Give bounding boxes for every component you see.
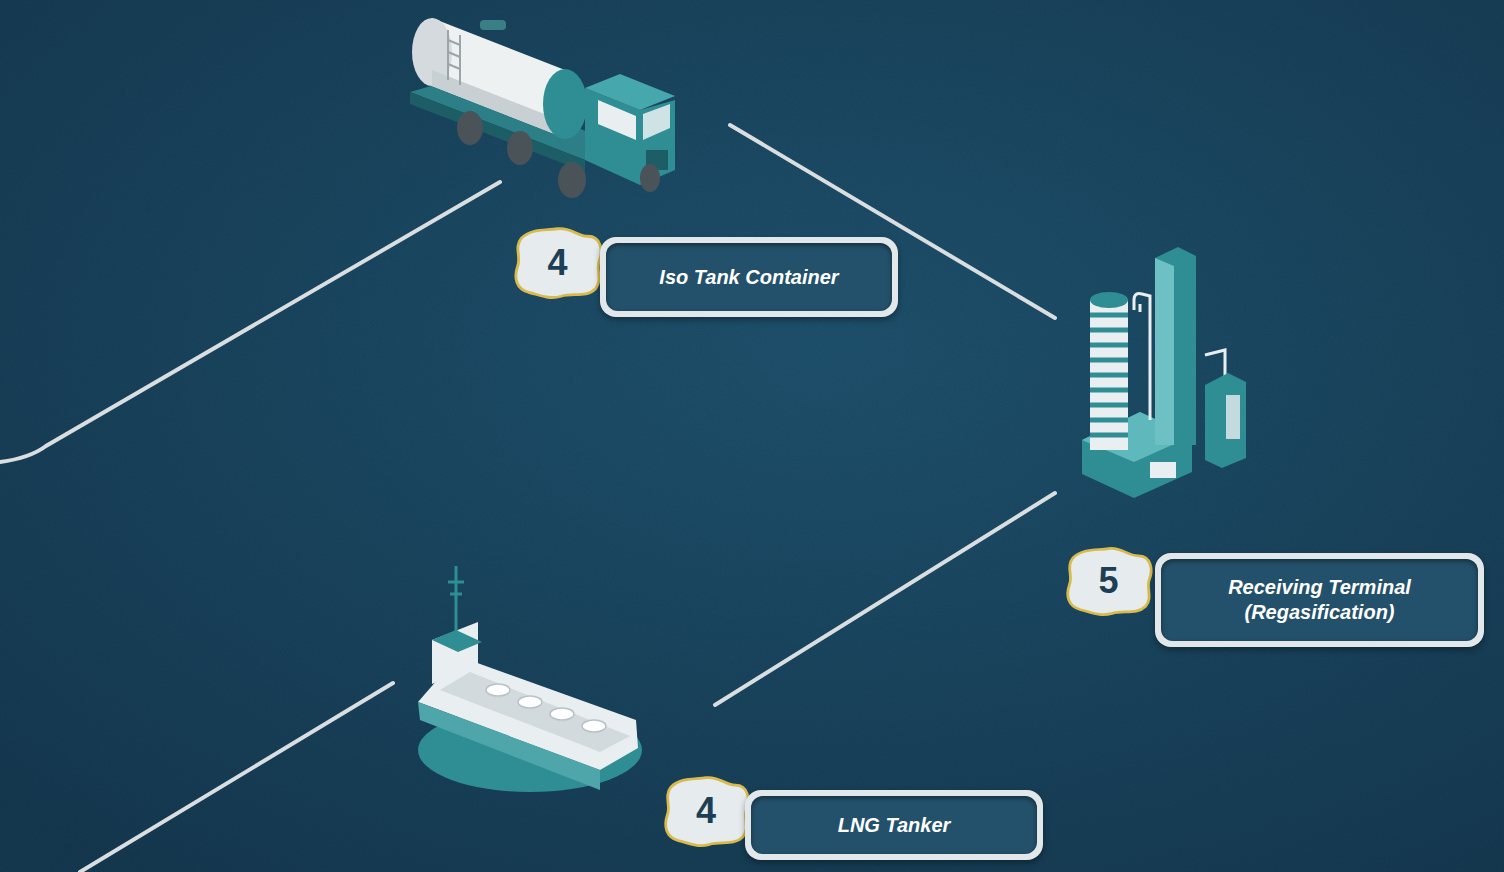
truck-window (598, 100, 636, 140)
terminal-door (1150, 462, 1176, 478)
label-pill-inner: Receiving Terminal (Regasification) (1161, 559, 1478, 641)
ship-tank-dome (486, 684, 510, 696)
annex-windows (1226, 395, 1240, 439)
badge-outline (666, 777, 748, 845)
label-pill: Iso Tank Container (600, 237, 898, 317)
iso-tank-truck (410, 18, 675, 198)
callout-group: 4LNG Tanker (415, 560, 715, 872)
leader-line (80, 683, 393, 872)
label-text: Receiving Terminal (Regasification) (1189, 575, 1450, 625)
connector-line (715, 493, 1055, 705)
tank-cap (480, 20, 506, 30)
terminal-block (1155, 247, 1196, 445)
callout-group: 4Iso Tank Container (405, 0, 730, 320)
truck-wheel (507, 131, 533, 165)
terminal-annex (1205, 373, 1246, 468)
terminal-tower (1090, 300, 1128, 450)
callout-number-badge: 4 (660, 774, 752, 848)
ship-deck (440, 672, 630, 752)
tank-ladder (448, 30, 460, 85)
terminal-tower-top (1090, 292, 1128, 308)
callout-number: 4 (696, 790, 716, 832)
ship-bridge-top (432, 630, 482, 652)
badge-outline (516, 229, 601, 298)
truck-wheel (640, 164, 660, 192)
label-text: Iso Tank Container (659, 265, 838, 290)
callout-group: 5 Receiving Terminal (Regasification) (1055, 245, 1475, 650)
ship-tank-dome (518, 696, 542, 708)
regasification-terminal (1082, 247, 1246, 498)
callout-number: 4 (547, 242, 567, 284)
truck-wheel (558, 162, 586, 198)
leader-line (0, 182, 500, 462)
tank-body (432, 18, 565, 138)
callout-number-badge: 4 (510, 225, 605, 300)
label-pill-inner: LNG Tanker (751, 796, 1037, 854)
lng-tanker-ship (418, 566, 642, 792)
badge-outline (1068, 548, 1151, 614)
tower-rings (1090, 315, 1128, 435)
label-pill: LNG Tanker (745, 790, 1043, 860)
tank-front (543, 69, 587, 139)
truck-wheel (457, 111, 483, 145)
ship-tank-dome (550, 708, 574, 720)
ship-mast (448, 566, 464, 632)
callout-number: 5 (1098, 560, 1118, 602)
label-text: LNG Tanker (838, 813, 951, 838)
truck-windshield (643, 104, 670, 140)
label-pill: Receiving Terminal (Regasification) (1155, 553, 1484, 647)
terminal-block-light (1155, 258, 1174, 445)
callout-number-badge: 5 (1062, 545, 1155, 617)
ship-tank-dome (582, 720, 606, 732)
label-pill-inner: Iso Tank Container (606, 243, 892, 311)
